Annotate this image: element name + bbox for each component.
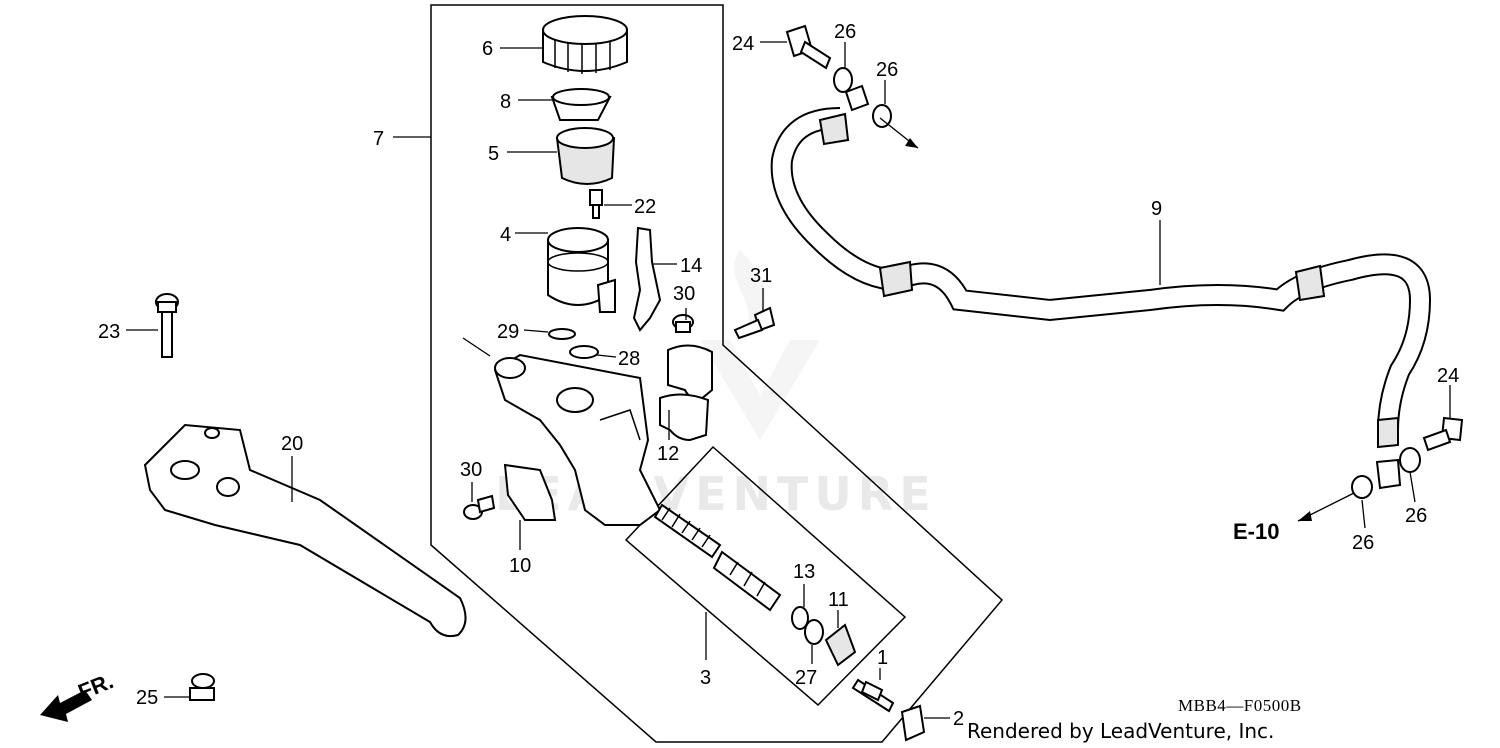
reservoir-bracket	[632, 226, 662, 332]
pivot-bolt-23	[155, 293, 179, 358]
callout-5: 5	[488, 143, 499, 165]
front-label: FR.	[75, 668, 117, 704]
callout-26-c: 26	[1352, 532, 1374, 554]
banjo-bolt-upper	[785, 24, 832, 70]
rod-boot	[900, 704, 926, 742]
cap-nut-25	[189, 673, 215, 701]
bolt-31	[733, 306, 776, 340]
callout-12: 12	[657, 443, 679, 465]
callout-29: 29	[497, 321, 519, 343]
callout-4: 4	[500, 224, 511, 246]
callout-26-a: 26	[834, 21, 856, 43]
credit-text: Rendered by LeadVenture, Inc.	[967, 719, 1274, 743]
washer-26-b	[872, 104, 892, 128]
o-ring-28	[569, 345, 599, 359]
o-ring-29	[548, 328, 576, 340]
callout-26-b: 26	[876, 59, 898, 81]
callout-11: 11	[828, 589, 849, 611]
piston-kit-outline	[624, 445, 907, 707]
brake-switch	[503, 463, 557, 521]
callout-23: 23	[98, 321, 120, 343]
callout-numbers: 6 8 5 7 22 4 14 31 30 29 28 12 23 20 30 …	[98, 21, 1459, 730]
screw-22	[589, 189, 603, 219]
callout-1: 1	[877, 647, 888, 669]
callout-26-d: 26	[1405, 505, 1427, 527]
master-cylinder-body	[493, 353, 662, 526]
arrow-e10	[1298, 511, 1312, 521]
callout-2: 2	[953, 708, 964, 730]
clamp-holder	[659, 344, 713, 442]
diagram-code: MBB4—F0500B	[1178, 696, 1302, 715]
piston	[712, 550, 782, 612]
callout-20: 20	[281, 433, 303, 455]
piston-spring	[653, 503, 722, 559]
reservoir	[547, 227, 616, 313]
diaphragm	[555, 127, 616, 185]
arrow-upper	[905, 138, 918, 148]
watermark-text: LEADVENTURE	[495, 467, 937, 521]
callout-22: 22	[634, 196, 656, 218]
circlip-27	[804, 619, 824, 645]
callout-10: 10	[509, 555, 531, 577]
boot-11	[824, 623, 857, 667]
callout-24-lower: 24	[1437, 365, 1459, 387]
leader-lines	[126, 41, 1451, 719]
clutch-lever	[143, 423, 467, 638]
washer-26-d	[1351, 475, 1373, 499]
diaphragm-plate	[550, 88, 612, 121]
callout-13: 13	[793, 561, 815, 583]
callout-6: 6	[482, 38, 493, 60]
callout-14: 14	[680, 255, 702, 277]
callout-30-upper: 30	[673, 283, 695, 305]
callout-28: 28	[618, 348, 640, 370]
screw-30-upper	[672, 314, 694, 333]
washer-26-a	[833, 67, 853, 93]
screw-30-lower	[463, 494, 496, 520]
callout-3: 3	[700, 667, 711, 689]
banjo-fitting-lower	[1375, 458, 1402, 490]
washer-13	[791, 606, 809, 630]
assembly-outline	[430, 4, 1004, 743]
banjo-fitting-upper	[844, 84, 870, 112]
callout-25: 25	[136, 687, 158, 709]
front-direction-marker	[40, 690, 92, 722]
push-rod	[851, 678, 895, 713]
clutch-hose	[770, 107, 1432, 449]
banjo-bolt-lower	[1422, 416, 1464, 452]
callout-30-lower: 30	[460, 459, 482, 481]
reference-e10: E-10	[1233, 519, 1279, 544]
reservoir-cap	[542, 15, 628, 74]
callout-9: 9	[1151, 198, 1162, 220]
callout-31: 31	[750, 265, 772, 287]
callout-24-upper: 24	[732, 33, 754, 55]
callout-7: 7	[373, 128, 384, 150]
callout-8: 8	[500, 91, 511, 113]
callout-27: 27	[795, 667, 817, 689]
watermark-logo	[700, 250, 820, 440]
washer-26-c	[1399, 447, 1421, 473]
